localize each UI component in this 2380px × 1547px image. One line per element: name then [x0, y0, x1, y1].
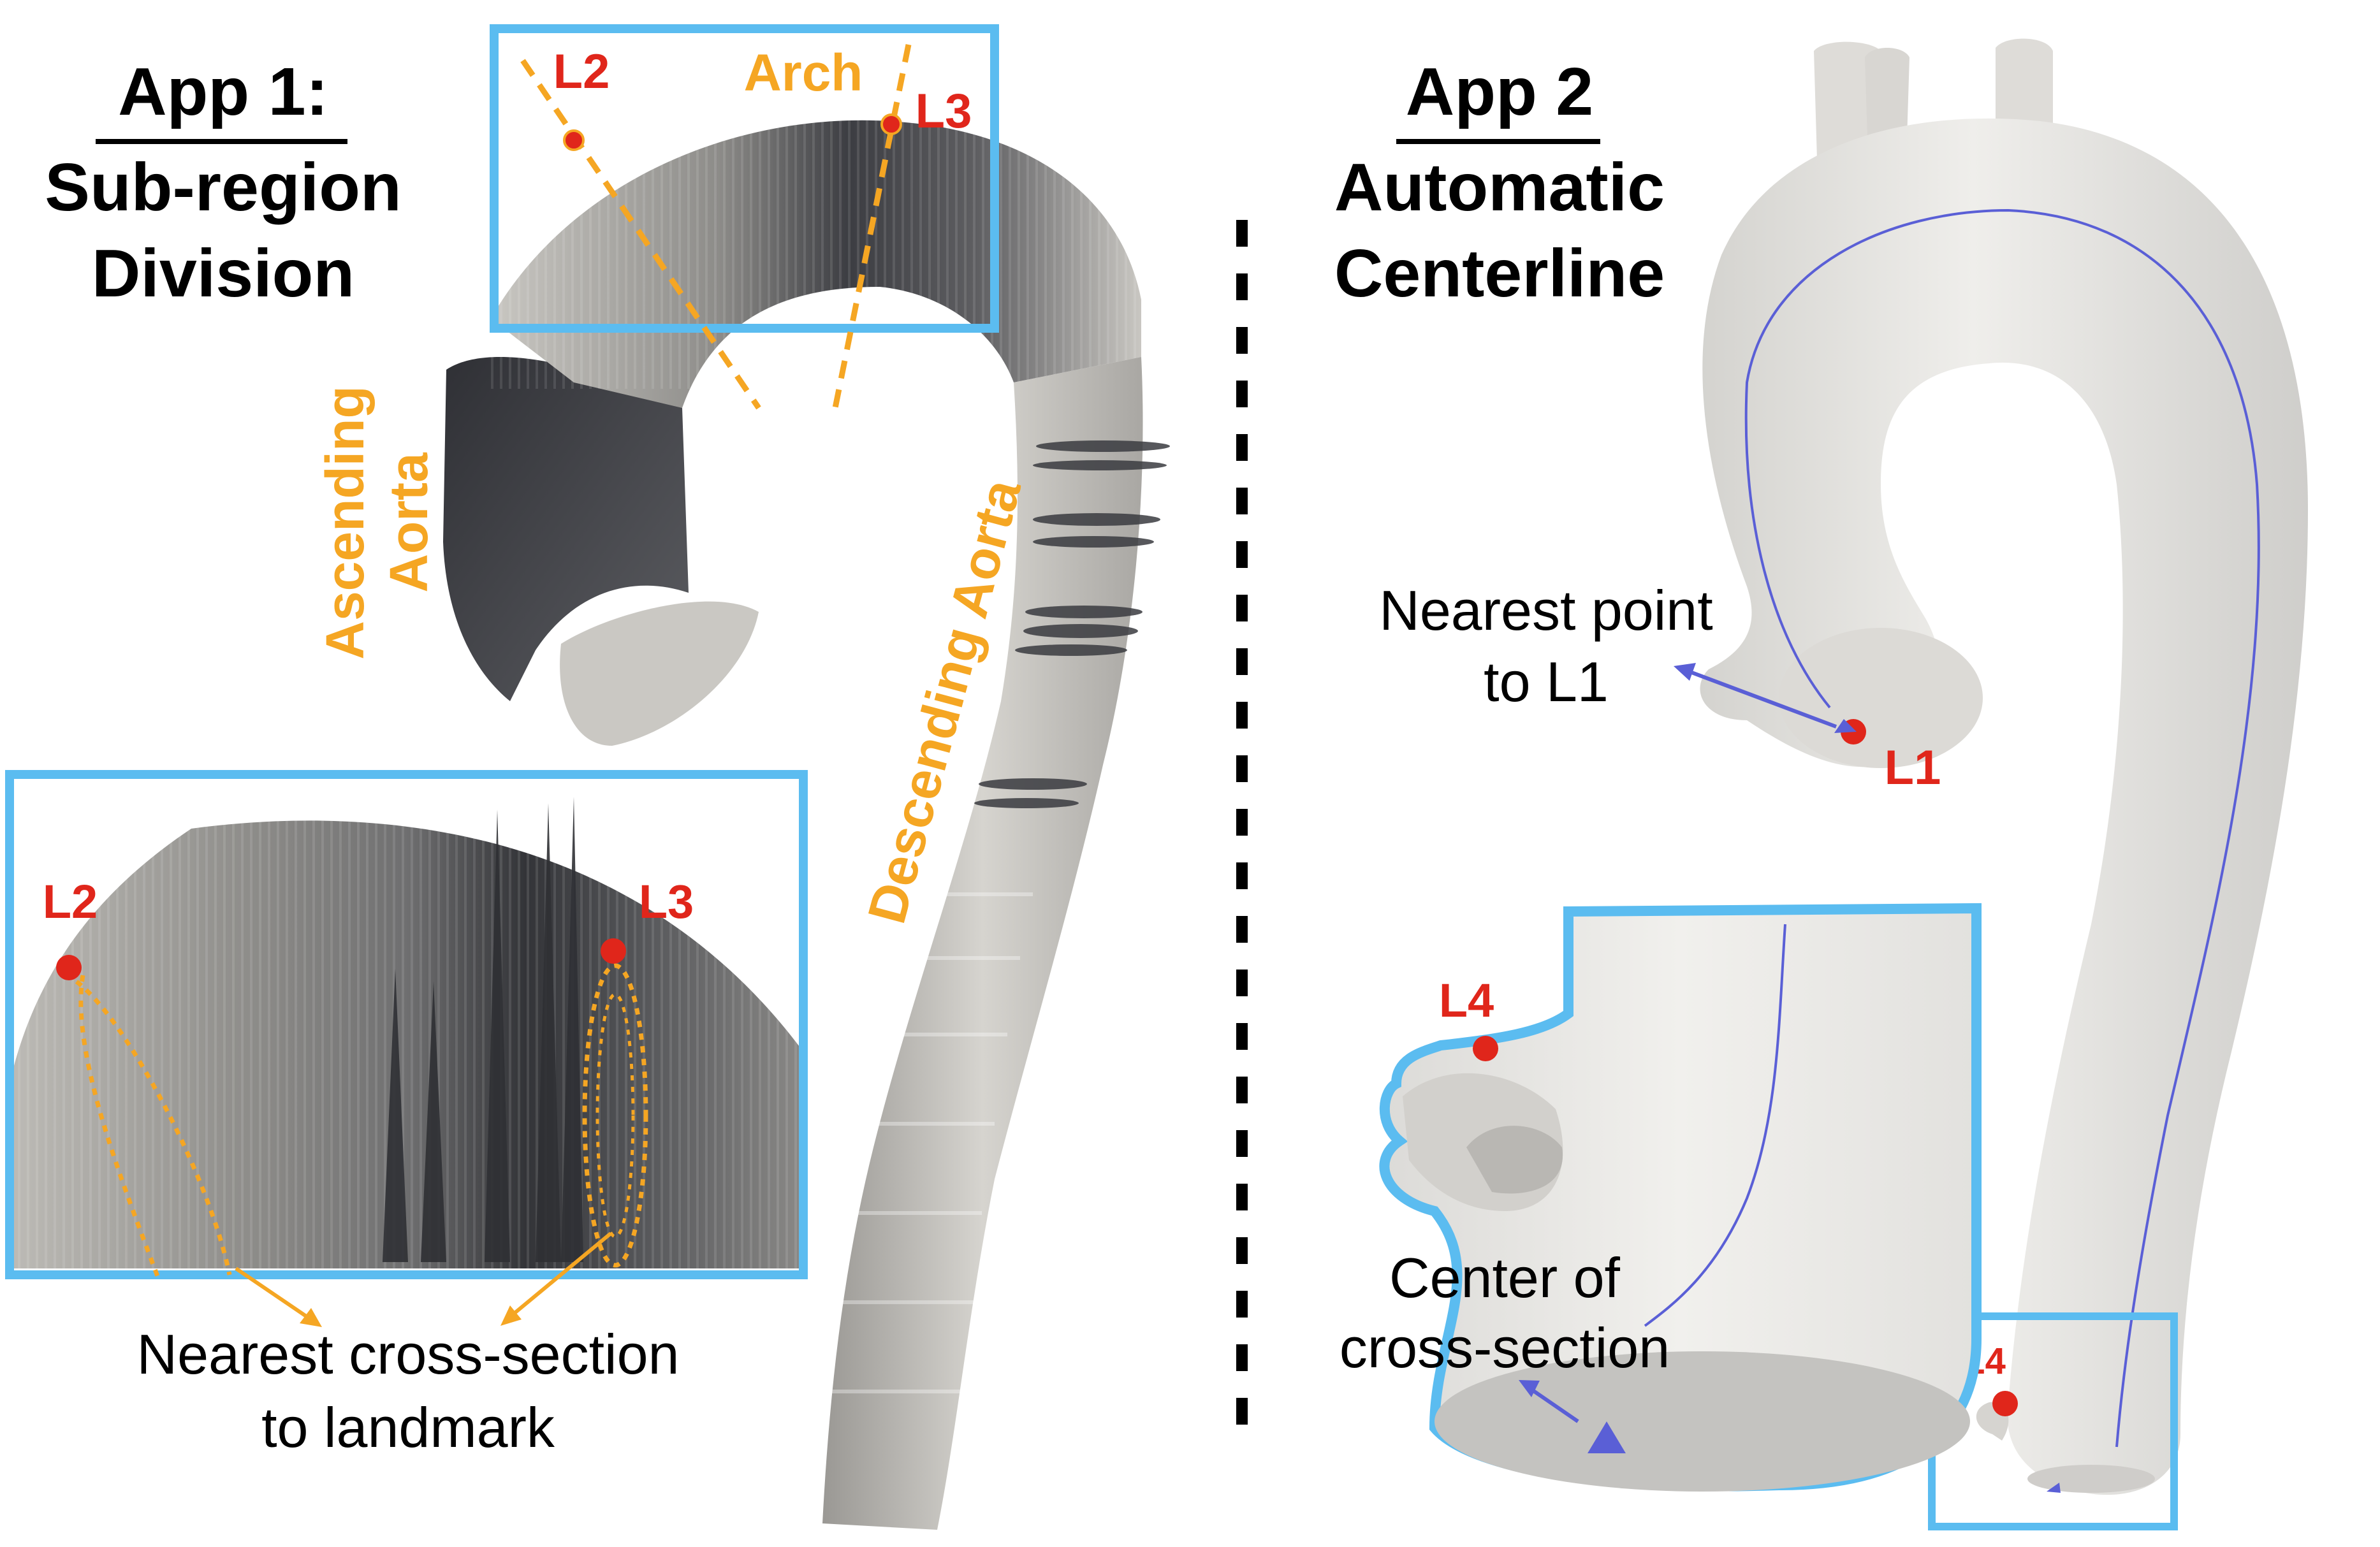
zoom-l2-label: L2 — [43, 875, 98, 928]
nearest-point-arrow — [1682, 667, 1837, 729]
l3-landmark-dot — [880, 113, 902, 135]
caption-arrow-right — [506, 1231, 612, 1321]
center-line1: Center of — [1389, 1246, 1621, 1309]
center-line2: cross-section — [1340, 1316, 1670, 1379]
l2-division-line — [520, 59, 761, 410]
centerline-path — [1744, 208, 2260, 1448]
l4-zoom-dot — [1473, 1036, 1498, 1061]
caption-line2: to landmark — [261, 1396, 555, 1459]
nearest-line1: Nearest point — [1379, 579, 1712, 642]
center-arrow — [1526, 1384, 1579, 1423]
caption-line1: Nearest cross-section — [137, 1323, 680, 1386]
zoom-centerline — [1644, 924, 1786, 1327]
caption-arrow-left — [235, 1267, 317, 1325]
l1-landmark-label: L1 — [1885, 741, 1941, 795]
ascending-label-2: Aorta — [379, 452, 439, 593]
l2-landmark-dot — [563, 129, 585, 151]
zoom-box-frame — [5, 770, 808, 1279]
right-title-line2: Automatic — [1334, 150, 1665, 225]
nearest-line2: to L1 — [1484, 650, 1609, 713]
left-panel: App 1: Sub-region Division — [5, 24, 1170, 1530]
zoom-l3-label: L3 — [639, 875, 694, 928]
zoom-l3-dot — [601, 938, 626, 964]
aorta-mesh-top — [443, 108, 1170, 1530]
right-title-line3: Centerline — [1334, 236, 1665, 311]
l2-landmark-label: L2 — [553, 45, 610, 99]
right-title-line1: App 2 — [1406, 54, 1593, 129]
zoom-l2-dot — [56, 955, 82, 980]
left-title-line3: Division — [92, 236, 354, 311]
arch-zoom-detail: L2 L3 — [5, 770, 808, 1282]
nearest-point-marker — [1834, 719, 1857, 733]
ascending-label-1: Ascending — [315, 386, 375, 659]
arch-zoom-box — [490, 24, 999, 333]
l4-zoom-label: L4 — [1439, 974, 1494, 1027]
right-panel: App 2 Automatic Centerline L1 Nearest po… — [1334, 38, 2308, 1530]
l3-division-line — [832, 44, 912, 409]
end-zoom-detail: L4 — [1379, 903, 1982, 1492]
arch-label: Arch — [744, 44, 863, 102]
center-marker — [1588, 1421, 1626, 1453]
left-title-line1: App 1: — [118, 54, 328, 129]
l3-cross-section — [582, 963, 648, 1268]
left-title-line2: Sub-region — [45, 150, 401, 225]
l4-small-dot — [1992, 1391, 2018, 1416]
l3-landmark-label: L3 — [916, 84, 972, 138]
